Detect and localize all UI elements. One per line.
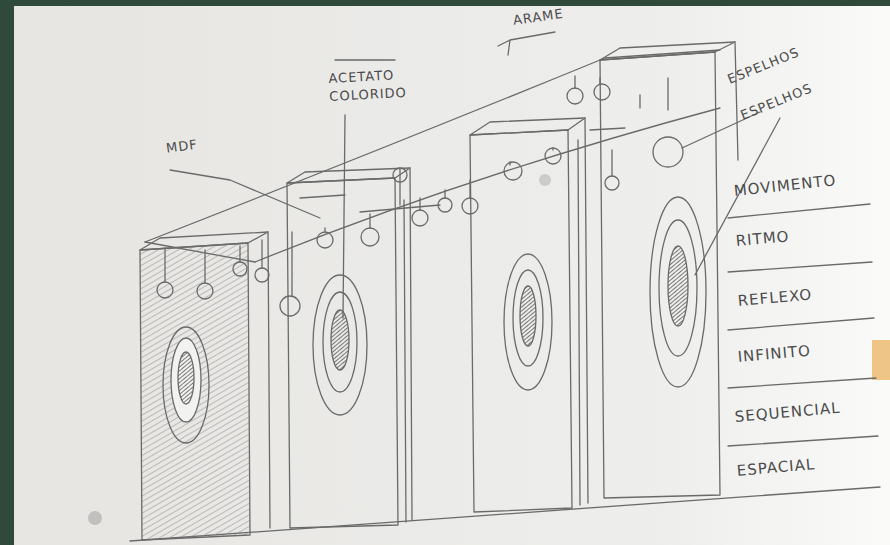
wire-line [165,76,668,296]
panel-side-edge [404,168,412,522]
small-mirror [462,198,478,214]
small-mirror [197,283,213,299]
acetate-disc [178,352,194,404]
small-mirror [233,262,247,276]
acetate-disc [331,310,349,370]
pencil-smudge [88,511,102,525]
acetate-disc [520,286,536,346]
leader-line [335,59,395,60]
leader-line [170,170,320,218]
mirror-outline [313,275,367,415]
mdf-panel [470,130,572,512]
part-label: ESPELHOS [725,31,834,89]
concept-word: INFINITO [737,336,878,366]
small-mirror [393,168,407,182]
concept-word: SEQUENCIAL [734,395,885,426]
part-label: ARAME [512,1,594,30]
paper-sheet [14,6,890,545]
small-mirror [605,176,619,190]
concept-word: ESPACIAL [736,449,887,480]
hanging-sheet-edge [255,108,720,262]
panel-top [140,232,268,250]
panel-top [470,118,585,135]
pencil-smudge [539,174,551,186]
mirror-outline [163,327,209,443]
panel-side-edge [578,118,588,505]
panel-top [287,168,410,183]
panel-top [600,42,735,60]
small-mirror [653,137,683,167]
small-mirror [567,88,583,104]
leader-line [343,115,345,318]
mdf-panel [600,52,720,498]
concept-word: MOVIMENTO [733,166,884,200]
mirror-ring [659,220,697,356]
mdf-panel [140,243,250,540]
mirror-outline [650,197,706,387]
paper-edge-object [872,340,890,380]
small-mirror [412,210,428,226]
concept-word: RITMO [735,220,876,250]
mirror-ring [171,338,201,422]
small-mirror [594,84,610,100]
hanging-sheet-edge [145,50,720,242]
wire-line [300,128,625,212]
mdf-panel [287,178,398,528]
small-mirror [504,162,522,180]
mirror-ring [513,270,543,366]
small-mirror [317,232,333,248]
part-label: MDF [165,132,227,158]
acetate-disc [668,246,688,326]
part-label: ACETATO COLORIDO [328,65,420,106]
leader-line [498,32,555,55]
concept-word: REFLEXO [737,280,878,310]
hanging-mirrors [157,76,683,316]
panel-side-edge [735,42,738,160]
small-mirror [255,268,269,282]
small-mirror [280,296,300,316]
small-mirror [361,228,379,246]
mirror-outline [504,254,552,390]
small-mirror [157,282,173,298]
small-mirror [545,148,561,164]
mirror-ring [323,292,357,392]
